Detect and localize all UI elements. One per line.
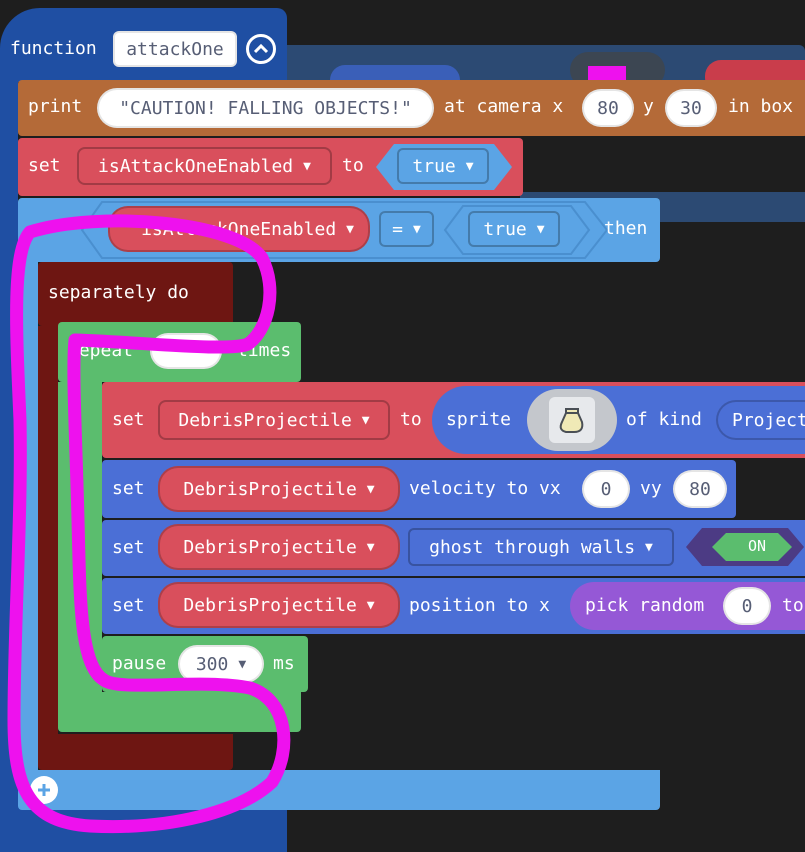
kind-dropdown[interactable]: Projectile	[716, 400, 805, 440]
variable-dropdown-isattackone[interactable]: isAttackOneEnabled ▼	[77, 147, 332, 185]
velocity-variable-dropdown[interactable]: DebrisProjectile ▼	[158, 466, 400, 512]
in-box-label: in box	[728, 96, 794, 117]
caret-down-icon: ▼	[536, 221, 545, 237]
kind-value: Projectile	[732, 409, 805, 431]
if-block-footer[interactable]	[18, 770, 660, 810]
caret-down-icon: ▼	[413, 221, 421, 237]
caret-down-icon: ▼	[366, 539, 375, 555]
separately-do-block[interactable]	[38, 262, 233, 326]
separately-do-label: separately do	[48, 282, 189, 303]
true-value: true	[412, 155, 456, 177]
caret-down-icon: ▼	[346, 221, 354, 237]
condition-variable-dropdown[interactable]: isAttackOneEnabled ▼	[108, 206, 370, 252]
caret-down-icon: ▼	[366, 597, 375, 613]
print-message-field[interactable]: "CAUTION! FALLING OBJECTS!"	[97, 88, 434, 128]
set-enabled-keyword: set	[28, 155, 61, 176]
ghost-variable-dropdown[interactable]: DebrisProjectile ▼	[158, 524, 400, 570]
caret-down-icon: ▼	[645, 539, 653, 555]
caret-down-icon: ▼	[238, 656, 247, 672]
operator-dropdown[interactable]: = ▼	[379, 211, 434, 247]
separately-do-arm	[38, 326, 58, 736]
position-label: position to x	[409, 595, 550, 616]
ghost-variable-name: DebrisProjectile	[183, 536, 357, 558]
random-from-field[interactable]: 0	[723, 587, 771, 625]
debris-variable-dropdown[interactable]: DebrisProjectile ▼	[158, 400, 390, 440]
position-variable-dropdown[interactable]: DebrisProjectile ▼	[158, 582, 400, 628]
caret-down-icon: ▼	[366, 481, 375, 497]
pick-random-label: pick random	[585, 595, 705, 616]
set-sprite-keyword: set	[112, 409, 145, 430]
position-variable-name: DebrisProjectile	[183, 594, 357, 616]
if-true-dropdown[interactable]: true ▼	[468, 211, 560, 247]
set-sprite-to-label: to	[400, 409, 422, 430]
pause-duration-value: 300	[195, 653, 229, 675]
variable-name: isAttackOneEnabled	[98, 155, 294, 177]
caret-down-icon: ▼	[303, 158, 311, 174]
camera-x-field[interactable]: 80	[582, 89, 634, 127]
ghost-keyword: set	[112, 537, 145, 558]
sprite-label: sprite	[446, 409, 512, 430]
toggle-on-label: ON	[748, 537, 767, 555]
then-label: then	[604, 218, 648, 239]
velocity-keyword: set	[112, 478, 145, 499]
chevron-up-circle-icon[interactable]	[246, 34, 276, 64]
print-keyword: print	[28, 96, 83, 117]
function-name-field[interactable]: attackOne	[113, 31, 237, 67]
ghost-flag-name: ghost through walls	[429, 536, 636, 558]
separately-do-footer	[38, 734, 233, 770]
pause-unit-label: ms	[273, 653, 295, 674]
sprite-thumbnail-icon[interactable]	[527, 389, 617, 451]
camera-y-field[interactable]: 30	[665, 89, 717, 127]
velocity-label: velocity to vx	[409, 478, 561, 499]
set-enabled-to-label: to	[342, 155, 364, 176]
position-keyword: set	[112, 595, 145, 616]
random-to-label: to	[782, 595, 804, 616]
true-dropdown[interactable]: true ▼	[397, 148, 489, 184]
velocity-variable-name: DebrisProjectile	[183, 478, 357, 500]
caret-down-icon: ▼	[361, 412, 370, 428]
debris-variable-name: DebrisProjectile	[178, 409, 352, 431]
at-camera-label: at camera x	[444, 96, 564, 117]
operator-value: =	[392, 218, 403, 240]
caret-down-icon: ▼	[465, 158, 474, 174]
if-true-value: true	[483, 218, 527, 240]
camera-y-label: y	[643, 96, 654, 117]
pause-keyword: pause	[112, 653, 167, 674]
velocity-vy-field[interactable]: 80	[673, 470, 727, 508]
velocity-vy-label: vy	[640, 478, 662, 499]
ghost-flag-dropdown[interactable]: ghost through walls ▼	[408, 528, 674, 566]
function-keyword: function	[10, 38, 97, 59]
velocity-vx-field[interactable]: 0	[582, 470, 630, 508]
toggle-on-block[interactable]	[684, 526, 805, 568]
of-kind-label: of kind	[626, 409, 702, 430]
